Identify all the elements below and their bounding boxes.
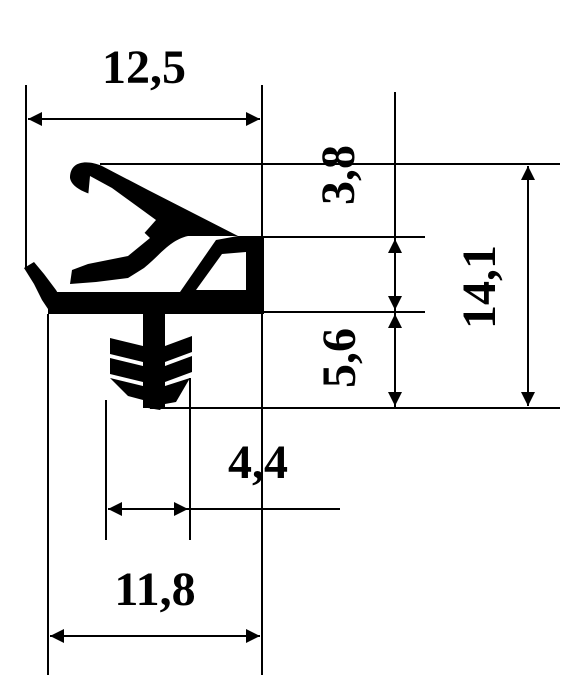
extension-lines (25, 85, 560, 675)
dim-label-top-width: 12,5 (102, 41, 186, 94)
seal-stem (143, 312, 165, 408)
dim-label-bottom-width: 11,8 (114, 563, 195, 616)
dimension-lines (28, 112, 535, 643)
seal-barbs-right (165, 336, 192, 404)
dim-label-stem-width: 4,4 (228, 436, 288, 489)
dim-label-stem-height: 5,6 (313, 328, 366, 388)
seal-barbs-left (110, 338, 143, 400)
seal-profile (24, 162, 264, 410)
dim-label-upper-height: 3,8 (312, 145, 365, 205)
dim-label-total-height: 14,1 (453, 245, 506, 329)
